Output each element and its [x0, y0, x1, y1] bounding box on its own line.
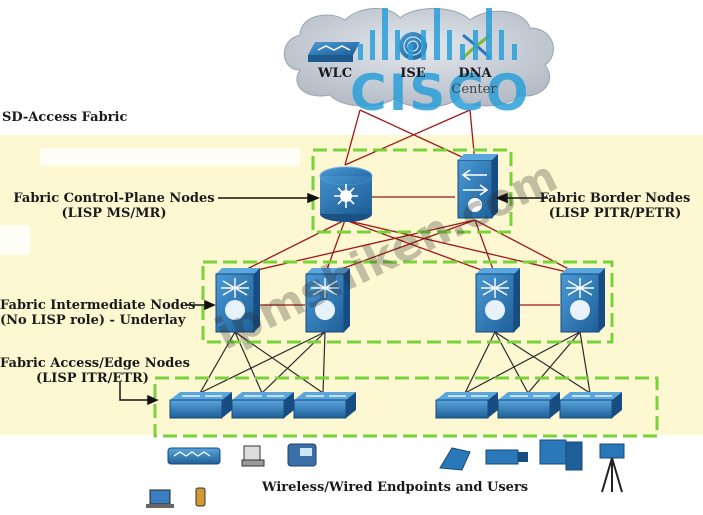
border-node-switch[interactable]: [457, 154, 498, 219]
core-links: [234, 196, 581, 306]
ise-label: ISE: [400, 66, 426, 81]
intermediate-line2: (No LISP role) - Underlay: [0, 313, 186, 328]
border-line1: Fabric Border Nodes: [539, 191, 691, 206]
handset-phone-icon: [439, 447, 471, 471]
edge-label: Fabric Access/Edge Nodes (LISP ITR/ETR): [0, 356, 190, 386]
dna-label: DNA: [458, 66, 492, 81]
intermediate-label: Fabric Intermediate Nodes (No LISP role)…: [0, 298, 195, 328]
cisco-logo-text: CISCO: [350, 64, 531, 122]
edge-switch-1: [169, 392, 232, 419]
wlc-icon: [308, 42, 360, 62]
control-plane-line2: (LISP MS/MR): [61, 206, 167, 221]
cisco-logo-bars: [358, 8, 517, 60]
control-plane-router[interactable]: [319, 166, 373, 222]
intermediate-switch-3[interactable]: [475, 268, 520, 333]
edge-switch-2: [231, 392, 294, 419]
edge-switch-3: [293, 392, 356, 419]
fabric-boxes: [153, 148, 659, 438]
access-point-icon: [167, 447, 221, 465]
fabric-title: SD-Access Fabric: [2, 110, 128, 125]
intermediate-box: [201, 260, 614, 344]
endpoints-label: Wireless/Wired Endpoints and Users: [262, 480, 529, 495]
intermediate-line1: Fabric Intermediate Nodes: [0, 298, 196, 313]
desktop-pc-icon: [241, 445, 265, 467]
edge-switches[interactable]: [169, 392, 622, 419]
edge-line2: (LISP ITR/ETR): [36, 371, 149, 386]
edge-box: [153, 376, 659, 438]
wlc-label: WLC: [317, 66, 353, 81]
control-plane-line1: Fabric Control-Plane Nodes: [13, 191, 215, 206]
workstation-icon: [539, 439, 583, 471]
intermediate-switch-4[interactable]: [560, 268, 605, 333]
control-plane-label: Fabric Control-Plane Nodes (LISP MS/MR): [8, 191, 220, 221]
edge-switch-5: [497, 392, 560, 419]
server-icon: [485, 449, 528, 465]
intermediate-switch-1[interactable]: [215, 268, 260, 333]
edge-switch-6: [559, 392, 622, 419]
center-label: Center: [451, 82, 497, 97]
phone-handheld-icon: [195, 487, 206, 507]
laptop-icon: [146, 489, 174, 508]
edge-switch-4: [435, 392, 498, 419]
edge-line1: Fabric Access/Edge Nodes: [0, 356, 190, 371]
intermediate-switch-2[interactable]: [305, 268, 350, 333]
camera-tripod-icon: [599, 443, 625, 493]
ip-phone-icon: [287, 443, 317, 467]
border-label: Fabric Border Nodes (LISP PITR/PETR): [530, 191, 700, 221]
label-arrows: [119, 192, 548, 406]
border-line2: (LISP PITR/PETR): [548, 206, 682, 221]
